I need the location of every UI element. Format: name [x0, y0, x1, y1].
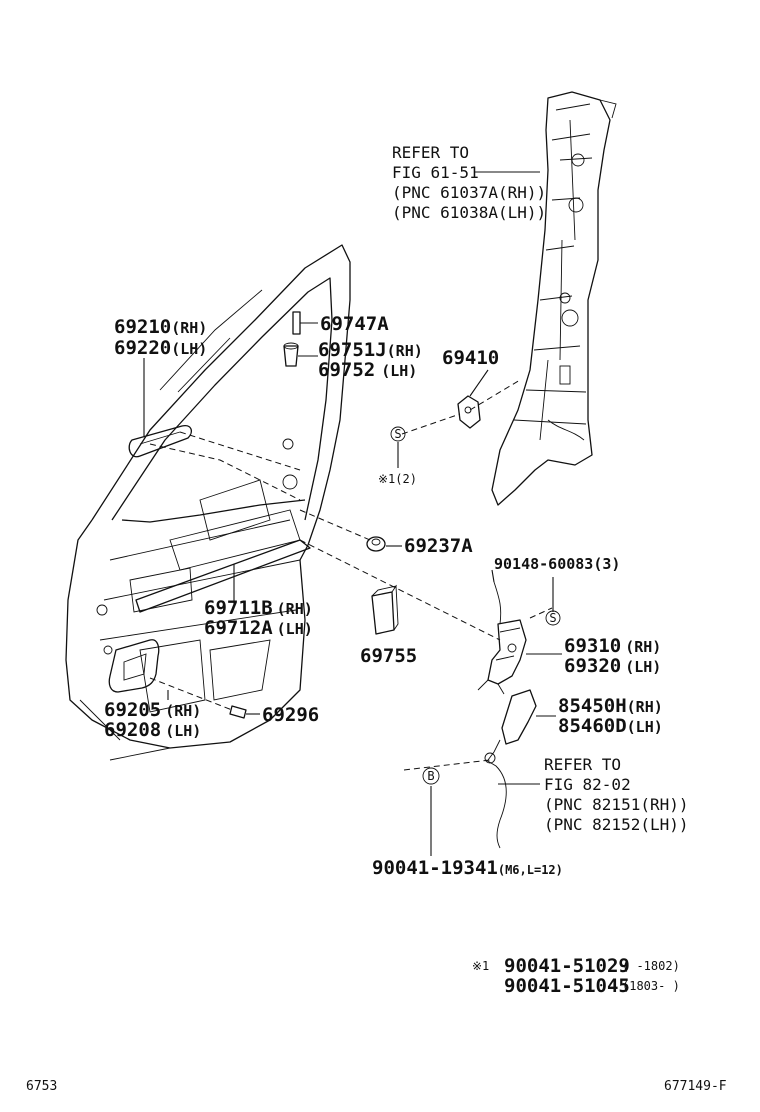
label-90041-19341: 90041-19341(M6,L=12)	[372, 857, 563, 879]
svg-text:69220(LH): 69220(LH)	[114, 337, 207, 359]
svg-text:REFER TO: REFER TO	[544, 755, 621, 774]
pad-drawing	[371, 584, 399, 635]
label-69755: 69755	[360, 645, 417, 667]
svg-text:S: S	[394, 427, 401, 441]
svg-text:※1: ※1	[472, 959, 489, 973]
label-69237A: 69237A	[404, 535, 473, 557]
svg-text:※1(2): ※1(2)	[378, 472, 417, 486]
label-69210: 69210(RH) 69220(LH)	[114, 316, 207, 359]
svg-text:85460D(LH): 85460D(LH)	[558, 715, 663, 737]
label-69410: 69410	[442, 347, 499, 369]
leader-lines	[143, 171, 554, 856]
svg-text:(PNC 82151(RH)): (PNC 82151(RH))	[544, 795, 689, 814]
svg-text:(PNC 61038A(LH)): (PNC 61038A(LH))	[392, 203, 546, 222]
label-69205: 69205(RH) 69208(LH)	[104, 699, 201, 741]
lock-assembly-drawing	[477, 581, 562, 695]
svg-text:69751J(RH): 69751J(RH)	[318, 339, 423, 361]
svg-text:85450H(RH): 85450H(RH)	[558, 695, 663, 717]
svg-text:69711B(RH): 69711B(RH)	[204, 597, 313, 619]
grommet-drawing	[366, 536, 402, 552]
svg-text:(PNC 61037A(RH)): (PNC 61037A(RH))	[392, 183, 546, 202]
svg-text:69410: 69410	[442, 347, 499, 369]
pin-drawing	[292, 311, 318, 335]
label-69711B: 69711B(RH) 69712A(LH)	[204, 597, 313, 639]
svg-text:69237A: 69237A	[404, 535, 473, 557]
assembly-lines	[149, 379, 553, 771]
svg-text:(PNC 82152(LH)): (PNC 82152(LH))	[544, 815, 689, 834]
footer-right-code: 677149-F	[664, 1079, 727, 1094]
svg-text:69208(LH): 69208(LH)	[104, 719, 201, 741]
inside-handle-drawing	[108, 639, 160, 693]
svg-text:REFER TO: REFER TO	[392, 143, 469, 162]
svg-text:69205(RH): 69205(RH)	[104, 699, 201, 721]
svg-text:90041-51029: 90041-51029	[504, 955, 630, 977]
actuator-bracket-drawing	[484, 689, 556, 849]
svg-text:S: S	[549, 611, 556, 625]
svg-text:(1803- ): (1803- )	[622, 979, 680, 993]
svg-text:69296: 69296	[262, 704, 319, 726]
door-frame-drawing	[65, 244, 351, 761]
refer-pillar-label: REFER TO FIG 61-51 (PNC 61037A(RH)) (PNC…	[392, 143, 546, 222]
footer-left-code: 6753	[26, 1079, 57, 1094]
svg-text:69320(LH): 69320(LH)	[564, 655, 661, 677]
outside-handle-drawing	[128, 425, 193, 458]
label-69747A: 69747A	[320, 313, 389, 335]
svg-text:90041-19341(M6,L=12): 90041-19341(M6,L=12)	[372, 857, 563, 879]
svg-text:B: B	[427, 769, 434, 783]
svg-text:69747A: 69747A	[320, 313, 389, 335]
label-85450H: 85450H(RH) 85460D(LH)	[558, 695, 663, 737]
label-69751J: 69751J(RH) 69752(LH)	[318, 339, 423, 381]
s-marker-lock: S	[545, 610, 561, 626]
svg-text:69752(LH): 69752(LH)	[318, 359, 417, 381]
svg-text:FIG 61-51: FIG 61-51	[392, 163, 479, 182]
center-pillar-drawing	[491, 91, 617, 506]
b-marker: B	[422, 767, 440, 785]
refer-cable-label: REFER TO FIG 82-02 (PNC 82151(RH)) (PNC …	[544, 755, 689, 834]
striker-drawing	[457, 369, 489, 429]
svg-text:FIG 82-02: FIG 82-02	[544, 775, 631, 794]
svg-text:69712A(LH): 69712A(LH)	[204, 617, 313, 639]
svg-text:90041-51045: 90041-51045	[504, 975, 630, 997]
svg-text:( -1802): ( -1802)	[622, 959, 680, 973]
bushing-drawing	[283, 342, 318, 367]
label-90148: 90148-60083(3)	[494, 555, 620, 573]
svg-text:69310(RH): 69310(RH)	[564, 635, 661, 657]
label-69310: 69310(RH) 69320(LH)	[564, 635, 661, 677]
footnote-table: ※1 90041-51029 ( -1802) 90041-51045 (180…	[472, 955, 680, 997]
svg-text:69210(RH): 69210(RH)	[114, 316, 207, 338]
screw-drawing	[229, 705, 260, 719]
svg-text:90148-60083(3): 90148-60083(3)	[494, 555, 620, 573]
label-69296: 69296	[262, 704, 319, 726]
svg-text:69755: 69755	[360, 645, 417, 667]
label-note1-ref: ※1(2)	[378, 472, 417, 486]
s-marker-top: S	[390, 426, 406, 442]
